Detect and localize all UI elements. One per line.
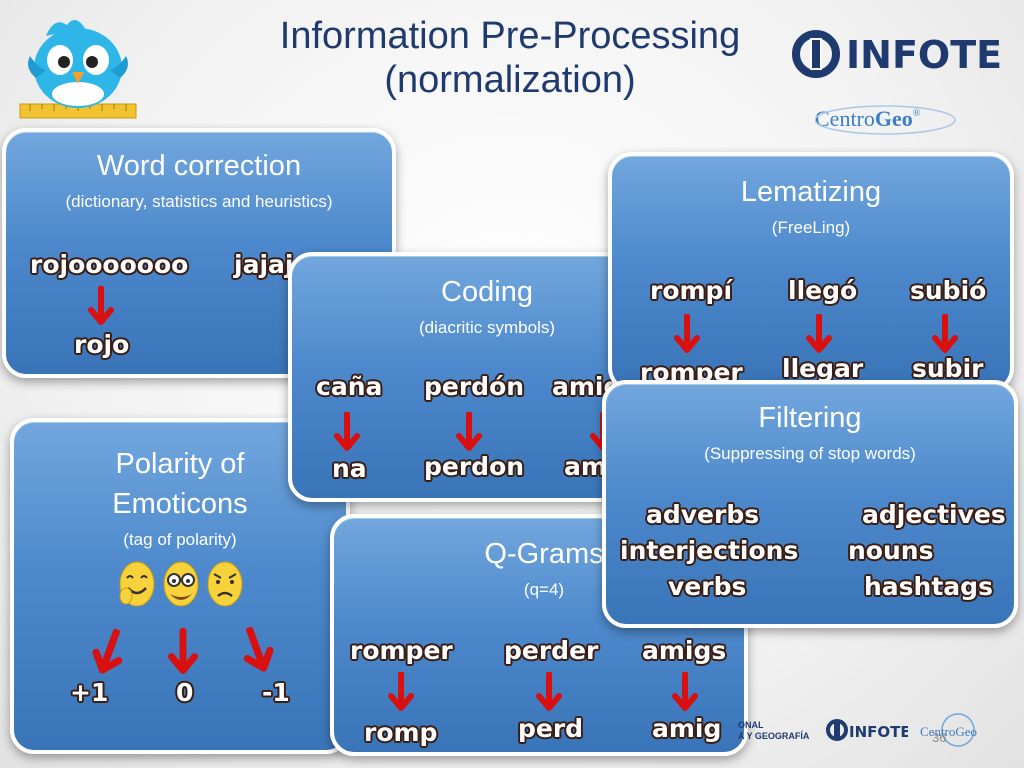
- word-am-partial: am: [564, 452, 607, 481]
- slide-title: Information Pre-Processing (normalizatio…: [230, 14, 790, 102]
- word-subio: subió: [910, 276, 987, 305]
- word-verbs: verbs: [668, 572, 747, 601]
- down-arrow-icon: [92, 628, 123, 674]
- word-correction-subtitle: (dictionary, statistics and heuristics): [65, 192, 333, 211]
- word-interjections: interjections: [620, 536, 799, 565]
- word-llego: llegó: [788, 276, 858, 305]
- word-cana: caña: [316, 372, 383, 401]
- qgrams-subtitle: (q=4): [523, 580, 565, 599]
- word-hashtags: hashtags: [864, 572, 993, 601]
- polarity-neutral: 0: [176, 678, 194, 707]
- polarity-negative: -1: [262, 678, 290, 707]
- down-arrow-icon: [334, 412, 360, 451]
- word-subir: subir: [912, 354, 984, 383]
- coding-title: Coding: [441, 276, 533, 308]
- polarity-title-line2: Emoticons: [112, 488, 248, 520]
- down-arrow-icon: [536, 672, 562, 711]
- down-arrow-icon: [168, 628, 198, 674]
- coding-subtitle: (diacritic symbols): [418, 318, 556, 337]
- angry-emoticon-icon: [207, 561, 243, 607]
- filtering-title: Filtering: [758, 402, 862, 434]
- down-arrow-icon: [806, 314, 832, 353]
- smile-emoticon-icon: [119, 561, 155, 607]
- lematizing-subtitle: (FreeLing): [771, 218, 851, 237]
- down-arrow-icon: [388, 672, 414, 711]
- word-correction-title: Word correction: [96, 150, 302, 182]
- footer-centrogeo-logo: CentroGeo: [920, 713, 977, 747]
- glasses-emoticon-icon: [163, 561, 199, 607]
- word-rojoooooo: rojooooooo: [30, 250, 189, 279]
- word-amig: amig: [652, 714, 722, 743]
- footer-text-line1: ONAL: [738, 720, 764, 730]
- qgrams-card: Q-Grams (q=4) romper perder amigs romp p…: [330, 514, 748, 756]
- footer-centrogeo-text: CentroGeo: [920, 724, 977, 739]
- word-adverbs: adverbs: [646, 500, 760, 529]
- footer-institution-text: ONAL A Y GEOGRAFÍA: [738, 720, 809, 742]
- polarity-card: Polarity of Emoticons (tag of polarity) …: [10, 418, 350, 754]
- word-rompi: rompí: [650, 276, 733, 305]
- lematizing-card: Lematizing (FreeLing) rompí llegó subió …: [608, 152, 1014, 392]
- polarity-subtitle: (tag of polarity): [123, 530, 237, 549]
- down-arrow-icon: [243, 626, 274, 672]
- word-na-partial: na: [332, 454, 367, 483]
- word-rojo: rojo: [74, 330, 130, 359]
- word-perder: perder: [504, 636, 599, 665]
- slide-title-line2: (normalization): [384, 59, 636, 101]
- filtering-subtitle: (Suppressing of stop words): [704, 444, 916, 463]
- qgrams-title: Q-Grams: [484, 538, 604, 570]
- page-number: 36: [932, 730, 947, 745]
- polarity-positive: +1: [70, 678, 109, 707]
- word-adjectives: adjectives: [862, 500, 1006, 529]
- word-perd: perd: [518, 714, 584, 743]
- down-arrow-icon: [674, 314, 700, 353]
- slide-title-line1: Information Pre-Processing: [279, 15, 741, 57]
- bird-mascot-logo: [19, 20, 137, 119]
- word-perdon: perdon: [424, 452, 525, 481]
- down-arrow-icon: [672, 672, 698, 711]
- word-romper: romper: [350, 636, 453, 665]
- lematizing-title: Lematizing: [740, 176, 882, 208]
- word-llegar: llegar: [782, 354, 864, 383]
- filtering-card: Filtering (Suppressing of stop words) ad…: [602, 380, 1018, 628]
- polarity-title-line1: Polarity of: [115, 448, 245, 480]
- footer-text-line2: A Y GEOGRAFÍA: [738, 731, 810, 741]
- word-amigs: amigs: [642, 636, 727, 665]
- down-arrow-icon: [456, 412, 482, 451]
- word-perdon-accent: perdón: [424, 372, 525, 401]
- down-arrow-icon: [932, 314, 958, 353]
- centrogeo-logo: CentroGeo®: [815, 105, 956, 135]
- word-romp: romp: [364, 718, 438, 747]
- word-nouns: nouns: [848, 536, 934, 565]
- down-arrow-icon: [88, 286, 114, 325]
- svg-text:CentroGeo®: CentroGeo®: [815, 106, 921, 131]
